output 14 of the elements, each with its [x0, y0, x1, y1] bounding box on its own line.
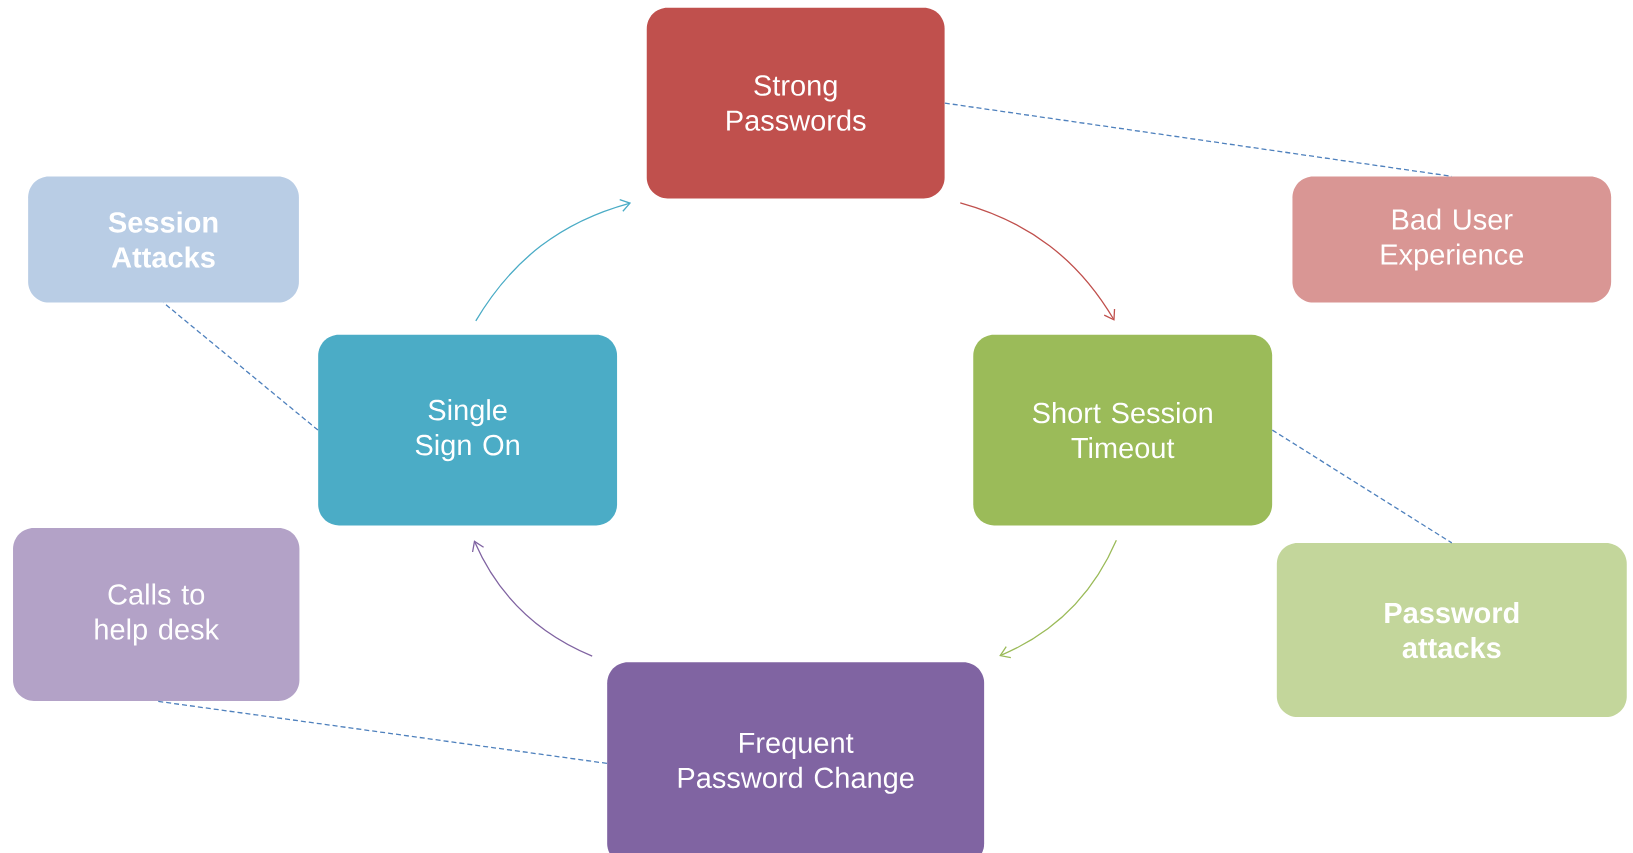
- note-box: Session Attacks: [28, 176, 299, 303]
- note-box: Password attacks: [1276, 543, 1627, 718]
- arrow: [959, 202, 1116, 321]
- note-box: Calls to help desk: [13, 528, 300, 701]
- arrow: [999, 539, 1117, 659]
- process-box: Frequent Password Change: [607, 662, 985, 853]
- arrow: [475, 199, 632, 322]
- process-box: Short Session Timeout: [973, 334, 1273, 526]
- process-box: Single Sign On: [318, 334, 618, 526]
- process-box: Strong Passwords: [646, 7, 945, 199]
- arrow: [471, 540, 593, 657]
- connector-line: [1271, 429, 1453, 544]
- note-box: Bad User Experience: [1292, 176, 1612, 303]
- connector-line: [155, 700, 608, 765]
